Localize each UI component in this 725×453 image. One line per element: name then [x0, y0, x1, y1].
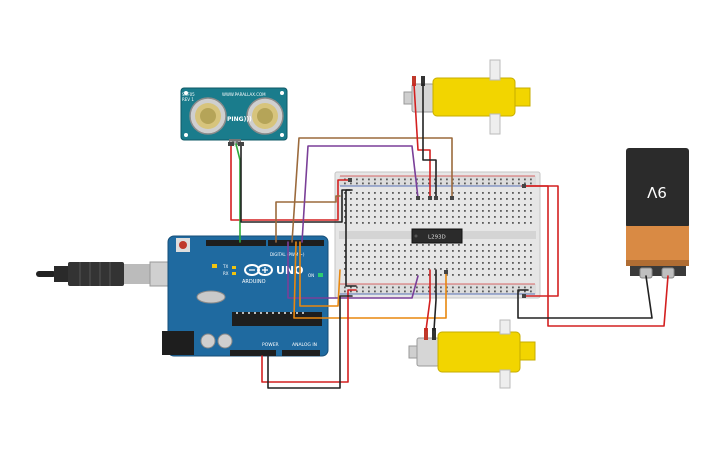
transducer-right	[246, 97, 284, 135]
sensor-brand-line2: REV 1	[182, 97, 194, 102]
usb-cable	[36, 261, 187, 287]
arduino-model-label: UNO	[276, 264, 304, 277]
wire-endpoints	[228, 142, 526, 298]
battery-9v[interactable]: 9V	[626, 148, 689, 279]
dc-motor-bottom[interactable]	[408, 319, 536, 389]
arduino-uno[interactable]: UNO ARDUINO DIGITAL (PWM ~) POWER ANALOG…	[36, 235, 329, 357]
transducer-left	[189, 97, 227, 135]
sensor-brand-line1: SRF05	[182, 92, 195, 97]
tx-label: TX	[222, 264, 228, 269]
dc-motor-top[interactable]	[403, 59, 531, 135]
power-header-label: POWER	[262, 342, 279, 348]
sensor-name: PING)))	[227, 116, 252, 123]
on-label: ON	[308, 273, 314, 278]
ultrasonic-sensor[interactable]: SRF05 REV 1 WWW.PARALLAX.COM PING)))	[180, 87, 288, 147]
motor-driver-chip[interactable]: L293D	[411, 228, 463, 244]
wires	[230, 83, 669, 389]
analog-header-label: ANALOG IN	[292, 342, 317, 348]
arduino-logo-icon	[244, 264, 273, 276]
battery-voltage-label: 9V	[646, 183, 667, 201]
arduino-brand-label: ARDUINO	[242, 279, 266, 285]
rx-label: RX	[223, 271, 229, 276]
breadboard-holes	[344, 178, 532, 293]
sensor-url: WWW.PARALLAX.COM	[222, 92, 266, 97]
chip-label: L293D	[428, 235, 446, 241]
